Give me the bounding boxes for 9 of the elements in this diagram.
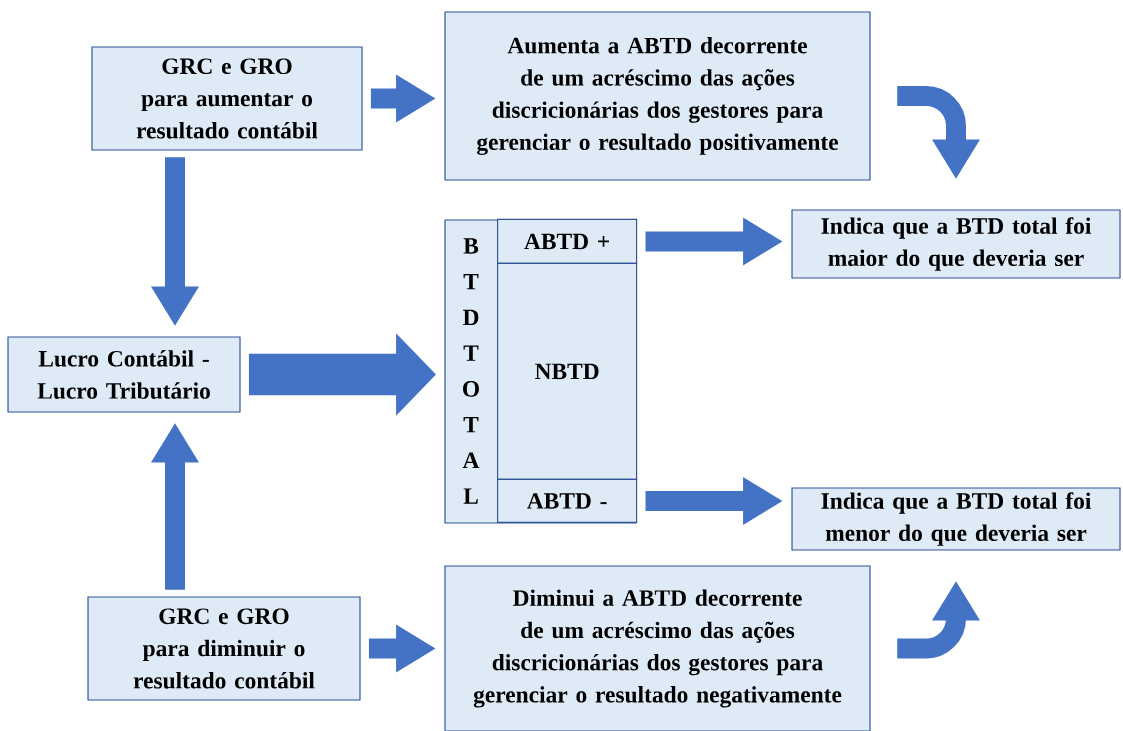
text-box: Indica que a BTD total foi maior do que deveria ser bbox=[791, 209, 1121, 279]
cell: ABTD + bbox=[497, 218, 638, 264]
text-box: Indica que a BTD total foi menor do que deveria ser bbox=[791, 487, 1121, 551]
cell: ABTD - bbox=[497, 478, 638, 523]
text-box: Aumenta a ABTD decorrente de um acréscimo das ações discricionárias dos gestores para gerenciar o resultado positivamente bbox=[444, 11, 871, 181]
text-box: Diminui a ABTD decorrente de um acréscimo das ações discricionárias dos gestores para gerenciar o resultado negativamente bbox=[444, 565, 871, 731]
text-box: GRC e GRO para diminuir o resultado contábil bbox=[87, 596, 361, 701]
text-box: Lucro Contábil - Lucro Tributário bbox=[7, 336, 241, 413]
text-box: GRC e GRO para aumentar o resultado contábil bbox=[91, 46, 363, 151]
